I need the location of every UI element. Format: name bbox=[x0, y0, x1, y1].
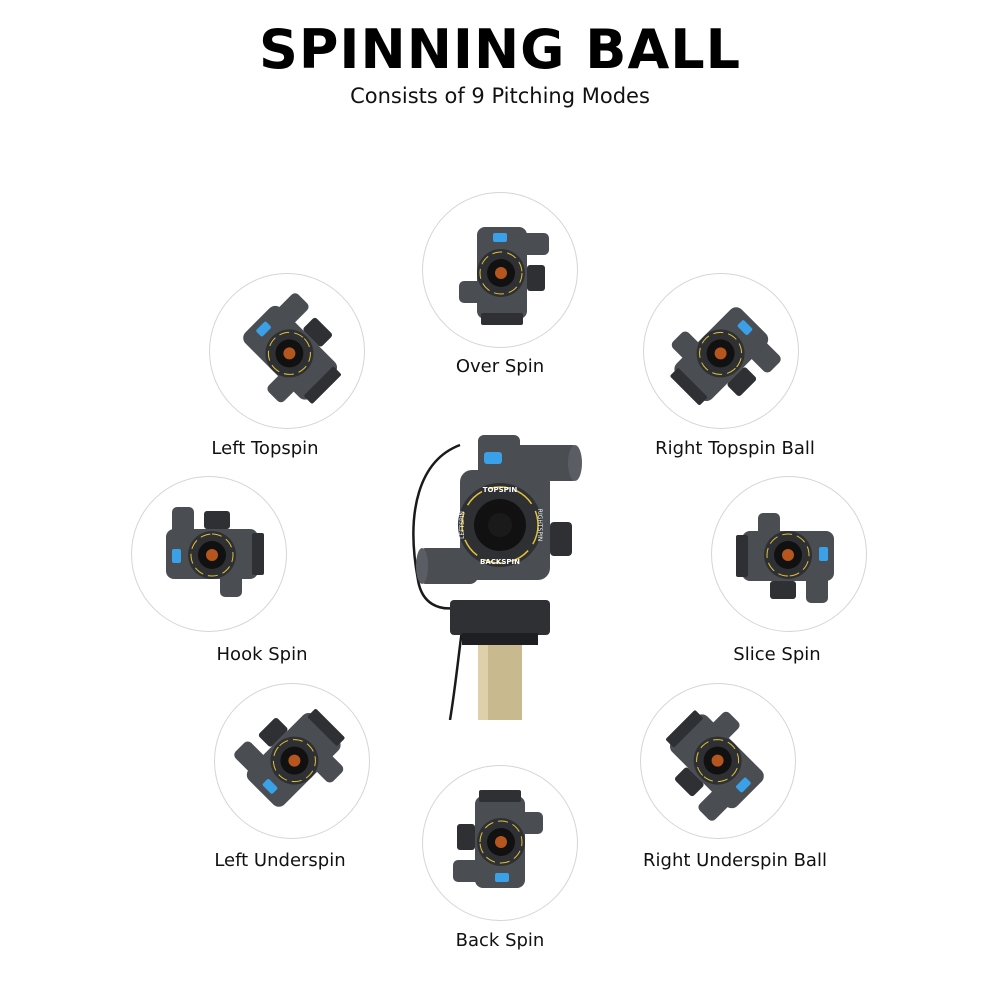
page-subtitle: Consists of 9 Pitching Modes bbox=[350, 84, 650, 108]
model-label: L-A bbox=[490, 580, 511, 593]
back-spin-image bbox=[422, 765, 578, 921]
ring-label-top: TOPSPIN bbox=[483, 486, 518, 494]
left-underspin-label: Left Underspin bbox=[214, 850, 346, 871]
hook-spin-label: Hook Spin bbox=[216, 644, 308, 665]
left-topspin-image bbox=[209, 273, 365, 429]
led-indicator bbox=[495, 873, 509, 882]
knob bbox=[674, 767, 704, 797]
over-spin-image bbox=[422, 192, 578, 348]
pitching-machine-image: TOPSPIN BACKSPIN LEFTSPIN RIGHTSPIN L-A bbox=[400, 430, 600, 721]
machine-base bbox=[479, 790, 521, 802]
ring-marking bbox=[766, 533, 810, 577]
knob bbox=[527, 265, 545, 291]
right-topspin-ball-label: Right Topspin Ball bbox=[655, 438, 815, 459]
led-indicator bbox=[736, 777, 751, 793]
ring-marking bbox=[479, 820, 523, 864]
adjust-knob bbox=[550, 522, 572, 556]
right-topspin-ball-image bbox=[643, 273, 799, 429]
left-topspin-label: Left Topspin bbox=[211, 438, 319, 459]
machine-base bbox=[481, 313, 523, 325]
led-indicator bbox=[172, 549, 181, 563]
knob bbox=[770, 581, 796, 599]
inner-wheel bbox=[782, 549, 794, 561]
led-indicator bbox=[737, 320, 753, 335]
inner-wheel bbox=[206, 549, 218, 561]
ring-label-left: LEFTSPIN bbox=[459, 511, 466, 539]
power-cable bbox=[412, 443, 461, 610]
knob bbox=[258, 717, 288, 747]
inner-wheel bbox=[495, 267, 507, 279]
slice-spin-image bbox=[711, 476, 867, 632]
knob bbox=[457, 824, 475, 850]
ring-label-right: RIGHTSPIN bbox=[536, 509, 543, 541]
machine-base bbox=[736, 535, 748, 577]
machine-base bbox=[666, 710, 703, 748]
machine-base bbox=[670, 368, 708, 405]
left-underspin-image bbox=[214, 683, 370, 839]
right-underspin-ball-image bbox=[640, 683, 796, 839]
knob bbox=[727, 367, 757, 397]
led-indicator bbox=[256, 321, 271, 337]
slice-spin-label: Slice Spin bbox=[733, 644, 821, 665]
inner-wheel bbox=[283, 347, 296, 360]
led-indicator bbox=[493, 233, 507, 242]
led-indicator bbox=[262, 779, 278, 794]
back-spin-label: Back Spin bbox=[455, 930, 545, 951]
page-title: SPINNING BALL bbox=[258, 18, 742, 81]
machine-base bbox=[252, 533, 264, 575]
right-underspin-ball-label: Right Underspin Ball bbox=[643, 850, 827, 871]
machine-base bbox=[450, 600, 550, 635]
knob bbox=[303, 317, 333, 347]
inner-wheel bbox=[288, 754, 301, 767]
inner-wheel bbox=[495, 836, 507, 848]
inner-wheel bbox=[714, 347, 727, 360]
over-spin-label: Over Spin bbox=[455, 356, 545, 377]
hook-spin-image bbox=[131, 476, 287, 632]
knob bbox=[204, 511, 230, 529]
led-indicator bbox=[819, 547, 828, 561]
machine-base bbox=[304, 366, 341, 404]
ring-label-bottom: BACKSPIN bbox=[480, 558, 520, 566]
ring-marking bbox=[190, 533, 234, 577]
machine-base bbox=[307, 709, 345, 746]
ring-marking bbox=[479, 251, 523, 295]
led-indicator bbox=[484, 452, 502, 464]
ring-marking bbox=[267, 331, 311, 375]
inner-wheel bbox=[711, 754, 724, 767]
